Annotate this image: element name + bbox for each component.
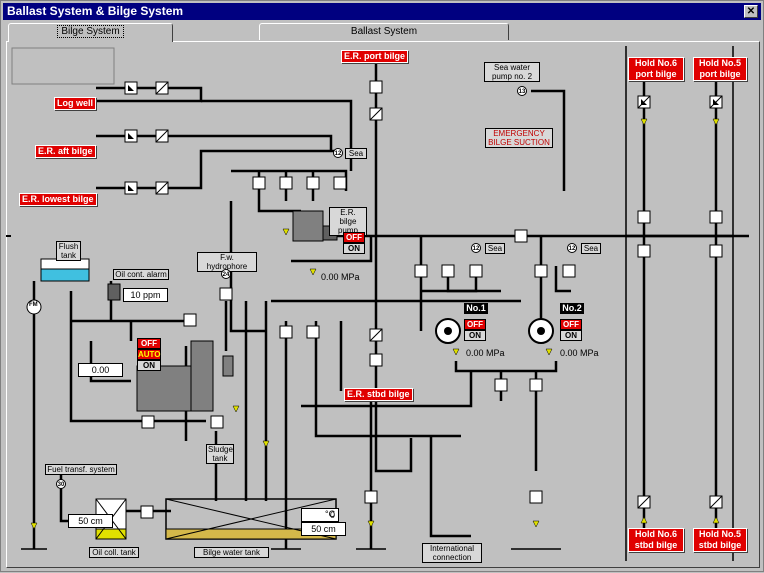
bilge-tank-level: 50 cm	[301, 522, 346, 536]
window-title: Ballast System & Bilge System	[7, 4, 184, 18]
oil-cont-alarm-label: Oil cont. alarm	[113, 269, 169, 280]
er-aft-bilge-label[interactable]: E.R. aft bilge	[35, 145, 96, 158]
circle-12-pump1: 12	[471, 243, 481, 253]
er-pump-on-button[interactable]: ON	[343, 243, 365, 254]
er-lowest-bilge-label[interactable]: E.R. lowest bilge	[19, 193, 97, 206]
separator-on-button[interactable]: ON	[137, 360, 161, 371]
international-connection-label[interactable]: International connection	[422, 543, 482, 563]
log-well-label[interactable]: Log well	[54, 97, 96, 110]
sludge-tank-label: Sludge tank	[206, 444, 234, 464]
pump2-off-button[interactable]: OFF	[560, 319, 582, 330]
pump2-on-button[interactable]: ON	[560, 330, 582, 341]
title-bar: Ballast System & Bilge System ✕	[3, 3, 761, 20]
separator-value: 0.00	[78, 363, 123, 377]
circle-13: 13	[517, 86, 527, 96]
pump2-pressure: 0.00 MPa	[560, 348, 599, 358]
pump1-off-button[interactable]: OFF	[464, 319, 486, 330]
fuel-transf-system-label: Fuel transf. system	[45, 464, 117, 475]
hold5-stbd-bilge-label[interactable]: Hold No.5 stbd bilge	[693, 528, 747, 552]
pump1-switch[interactable]: OFF ON	[464, 319, 486, 341]
hold5-port-bilge-label[interactable]: Hold No.5 port bilge	[693, 57, 747, 81]
separator-auto-button[interactable]: AUTO	[137, 349, 161, 360]
er-bilge-pump-switch[interactable]: OFF ON	[343, 232, 365, 254]
er-stbd-bilge-label[interactable]: E.R. stbd bilge	[344, 388, 413, 401]
circle-24: 24	[221, 269, 231, 279]
pump1-number: No.1	[464, 303, 488, 314]
separator-switch[interactable]: OFF AUTO ON	[137, 338, 161, 371]
fm-label: FM	[29, 302, 38, 308]
pump1-on-button[interactable]: ON	[464, 330, 486, 341]
pump2-number: No.2	[560, 303, 584, 314]
fw-hydrophore-label: F.w. hydrophore	[197, 252, 257, 272]
pump2-switch[interactable]: OFF ON	[560, 319, 582, 341]
circle-12-er: 12	[333, 148, 343, 158]
er-port-bilge-label[interactable]: E.R. port bilge	[341, 50, 409, 63]
oil-cont-value: 10 ppm	[123, 288, 168, 302]
tab-bilge-label: Bilge System	[57, 25, 124, 38]
sea-label-pump1: Sea	[485, 243, 505, 254]
sea-water-pump-label: Sea water pump no. 2	[484, 62, 540, 82]
tab-ballast-label: Ballast System	[350, 26, 418, 37]
er-pump-pressure: 0.00 MPa	[321, 272, 360, 282]
hold6-stbd-bilge-label[interactable]: Hold No.6 stbd bilge	[628, 528, 684, 552]
er-pump-off-button[interactable]: OFF	[343, 232, 365, 243]
bilge-tank-temp: 0	[301, 508, 339, 522]
bilge-water-tank-label: Bilge water tank	[194, 547, 269, 558]
oil-coll-level: 50 cm	[68, 514, 113, 528]
pump1-pressure: 0.00 MPa	[466, 348, 505, 358]
circle-12-pump2: 12	[567, 243, 577, 253]
bilge-tank-temp-unit: °C	[325, 509, 336, 519]
sea-label-er: Sea	[345, 148, 367, 159]
oil-coll-tank-label: Oil coll. tank	[89, 547, 139, 558]
er-bilge-pump-label: E.R. bilge pump	[329, 207, 367, 236]
circle-30: 30	[56, 479, 66, 489]
hold6-port-bilge-label[interactable]: Hold No.6 port bilge	[628, 57, 684, 81]
close-button[interactable]: ✕	[744, 5, 758, 18]
separator-off-button[interactable]: OFF	[137, 338, 161, 349]
tab-bilge-system[interactable]: Bilge System	[8, 23, 173, 42]
sea-label-pump2: Sea	[581, 243, 601, 254]
tab-ballast-system[interactable]: Ballast System	[259, 23, 509, 40]
flush-tank-label: Flush tank	[56, 241, 81, 261]
emergency-bilge-suction-label[interactable]: EMERGENCY BILGE SUCTION	[485, 128, 553, 148]
bilge-panel	[6, 41, 760, 568]
